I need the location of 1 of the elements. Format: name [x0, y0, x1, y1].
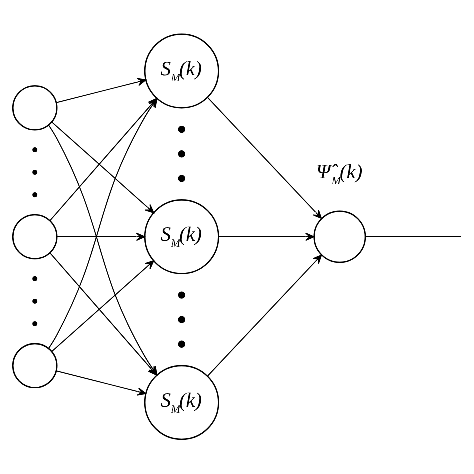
label: Ψ̂$_{M}$(k)	[316, 162, 362, 188]
